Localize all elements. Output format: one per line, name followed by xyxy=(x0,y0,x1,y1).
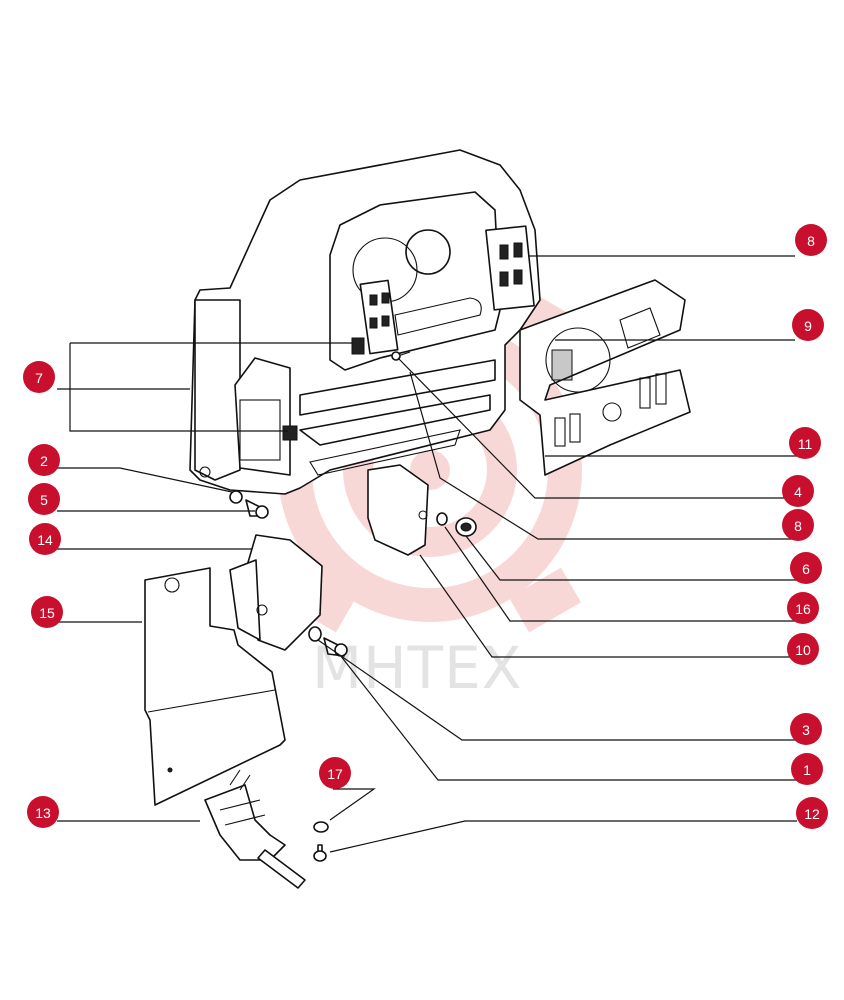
callout-12[interactable]: 12 xyxy=(796,797,828,829)
svg-text:9: 9 xyxy=(804,318,812,334)
wiring-assembly xyxy=(204,769,306,889)
instrument-panel xyxy=(519,279,691,476)
svg-text:8: 8 xyxy=(807,233,815,249)
svg-text:15: 15 xyxy=(39,605,55,621)
callout-16[interactable]: 16 xyxy=(787,592,819,624)
callout-17[interactable]: 17 xyxy=(319,757,351,789)
callout-14[interactable]: 14 xyxy=(29,523,61,555)
svg-text:5: 5 xyxy=(40,492,48,508)
svg-text:7: 7 xyxy=(35,370,43,386)
knob-and-washer xyxy=(436,512,477,537)
svg-text:6: 6 xyxy=(802,561,810,577)
leader-lines xyxy=(57,255,797,853)
mounting-bracket xyxy=(229,534,323,651)
callout-7[interactable]: 7 xyxy=(23,361,55,393)
svg-text:3: 3 xyxy=(802,722,810,738)
screw-and-washer-small xyxy=(313,821,329,862)
svg-text:17: 17 xyxy=(327,766,343,782)
svg-text:16: 16 xyxy=(795,601,811,617)
dashboard-housing xyxy=(189,149,541,495)
watermark-text: МНТЕХ xyxy=(312,634,522,702)
svg-text:4: 4 xyxy=(794,484,802,500)
callout-10[interactable]: 10 xyxy=(787,633,819,665)
svg-text:11: 11 xyxy=(798,436,813,452)
bolt-and-washer xyxy=(229,490,269,519)
svg-text:13: 13 xyxy=(35,805,51,821)
callout-3[interactable]: 3 xyxy=(790,713,822,745)
svg-text:10: 10 xyxy=(795,642,811,658)
callout-15[interactable]: 15 xyxy=(31,596,63,628)
callout-6[interactable]: 6 xyxy=(790,552,822,584)
bolt-and-washer-lower xyxy=(308,626,348,657)
svg-text:8: 8 xyxy=(794,518,802,534)
callout-5[interactable]: 5 xyxy=(28,483,60,515)
callout-4[interactable]: 4 xyxy=(782,475,814,507)
cover-plate xyxy=(367,464,429,556)
callout-1[interactable]: 1 xyxy=(791,753,823,785)
callout-2[interactable]: 2 xyxy=(28,444,60,476)
svg-text:12: 12 xyxy=(804,806,820,822)
svg-text:14: 14 xyxy=(37,532,53,548)
callout-13[interactable]: 13 xyxy=(27,796,59,828)
svg-text:1: 1 xyxy=(803,762,811,778)
callout-9[interactable]: 9 xyxy=(792,309,824,341)
callout-8-lower[interactable]: 8 xyxy=(782,509,814,541)
svg-text:2: 2 xyxy=(40,453,48,469)
side-plate xyxy=(144,567,286,806)
callout-8-top[interactable]: 8 xyxy=(795,224,827,256)
callout-11[interactable]: 11 xyxy=(789,427,821,459)
